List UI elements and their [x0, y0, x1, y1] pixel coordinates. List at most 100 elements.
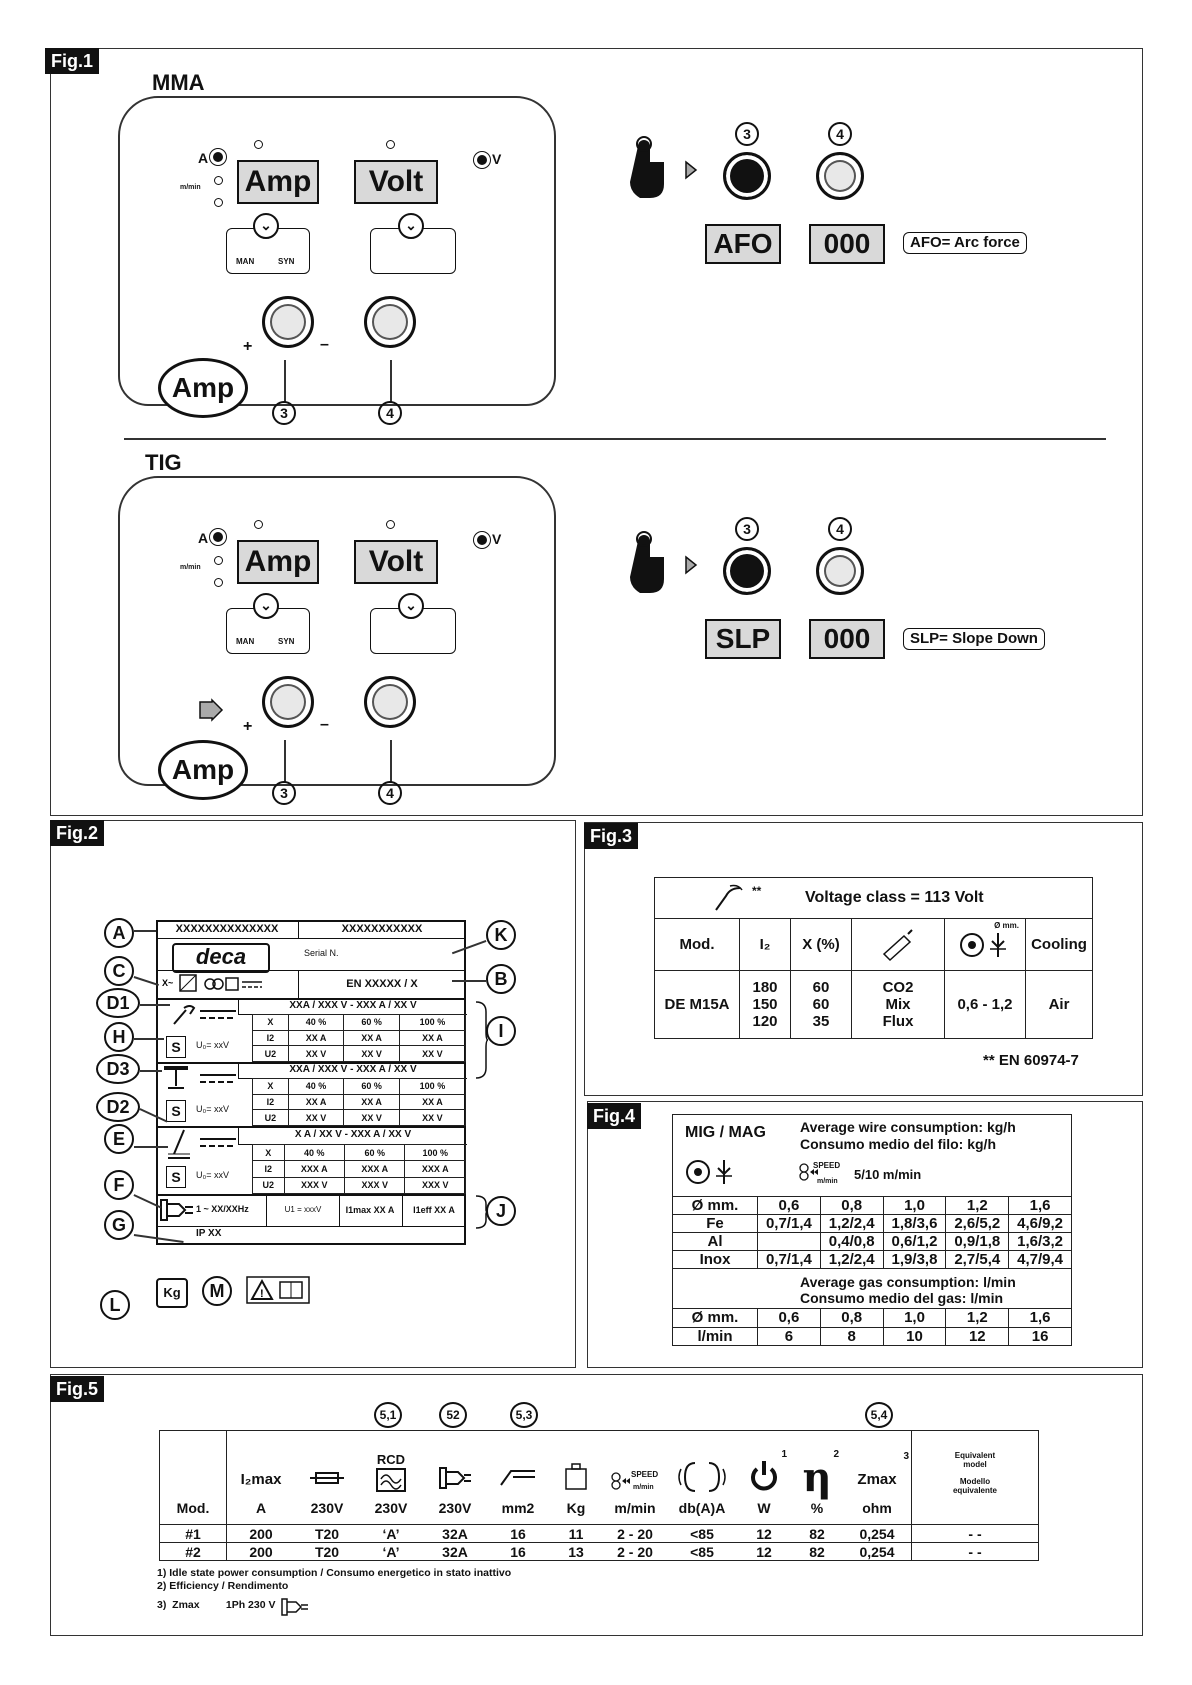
fig5-equiv-1: Equivalent [954, 1451, 996, 1460]
fig5-head-mod-label: Mod. [176, 1500, 210, 1516]
mma-led-v-label: V [492, 151, 502, 167]
fig5-head-cable: mm2 [487, 1430, 549, 1525]
fig5-head-plug-label: 230V [438, 1500, 472, 1516]
tig-legend: SLP= Slope Down [903, 628, 1045, 650]
fig5-ref-2: 52 [439, 1402, 467, 1428]
fig1-frame [50, 48, 1143, 816]
mma-mode-chevron-icon[interactable]: ⌄ [253, 213, 279, 239]
weight-kg-icon: Kg [156, 1278, 188, 1308]
tig-knob-4[interactable] [364, 676, 416, 728]
tig-right-knob-3[interactable] [723, 547, 771, 595]
cell: 1,6 [1008, 1196, 1072, 1215]
fig5-head-ohm: ohm [862, 1500, 892, 1516]
plate-inverter-divider [298, 970, 299, 998]
fig5-head-zmax-label: Zmax [857, 1471, 897, 1488]
fuse-icon [310, 1472, 344, 1484]
fig3-x-3: 35 [812, 1013, 830, 1030]
cell: XXX A [404, 1160, 466, 1178]
cell: XX A [343, 1093, 400, 1111]
cell: XX V [398, 1109, 467, 1126]
fig3-head-cooling: Cooling [1025, 918, 1093, 971]
cell: 0,254 [843, 1524, 912, 1543]
mma-title: MMA [152, 70, 205, 95]
mma-press-hand-icon [630, 136, 698, 198]
mma-led-v-icon [477, 155, 487, 165]
cell: <85 [667, 1524, 737, 1543]
noise-ear-icon [678, 1462, 726, 1492]
fig5-sup-1: 1 [781, 1449, 787, 1460]
cell: XX V [287, 1045, 345, 1062]
cell: 1,8/3,6 [882, 1214, 947, 1233]
bracket-i [475, 1001, 489, 1079]
tig-led-temp-icon [386, 520, 395, 529]
fig5-sup-2: 2 [833, 1449, 839, 1460]
cell: 6 [757, 1326, 821, 1346]
fig4-frame [587, 1101, 1143, 1368]
cell: <85 [667, 1542, 737, 1561]
rcd-icon [376, 1468, 406, 1492]
cell: 60 % [343, 1078, 400, 1095]
fig3-head-gas-icon [851, 918, 945, 971]
plug-icon [160, 1199, 193, 1221]
mma-led-speed-icon [214, 176, 223, 185]
cell: I2 [252, 1160, 285, 1178]
cell: 12 [737, 1542, 791, 1561]
tig-process-chevron-icon[interactable]: ⌄ [398, 593, 424, 619]
mma-knob-3[interactable] [262, 296, 314, 348]
tig-led-a-icon [213, 532, 223, 542]
mma-knob4-callout: 4 [378, 401, 402, 425]
cell: 8 [819, 1326, 884, 1346]
fig5-head-fuse-label: 230V [310, 1500, 344, 1516]
mma-control-panel [118, 96, 556, 406]
section2-s-symbol: S [166, 1100, 186, 1122]
fig5-head-plug: 230V [423, 1430, 487, 1525]
tig-mode-chevron-icon[interactable]: ⌄ [253, 593, 279, 619]
cell: XX V [343, 1045, 400, 1062]
tig-right-knob-4[interactable] [816, 547, 864, 595]
cell: U2 [252, 1109, 289, 1126]
plug-icon [439, 1467, 471, 1489]
mma-led-a-icon [213, 152, 223, 162]
cell: #2 [159, 1542, 227, 1561]
mma-right-knob-4[interactable] [816, 152, 864, 200]
cell: 16 [487, 1542, 549, 1561]
fig5-head-a: A [255, 1500, 267, 1516]
fig5-head-fuse: 230V [295, 1430, 359, 1525]
cell: XX V [343, 1109, 400, 1126]
mma-process-chevron-icon[interactable]: ⌄ [398, 213, 424, 239]
mma-right-knob-3[interactable] [723, 152, 771, 200]
tig-press-hand-icon [630, 531, 698, 593]
cell: 1,2 [945, 1196, 1010, 1215]
wire-spool-icon [960, 932, 1006, 957]
cell: Inox [672, 1250, 758, 1269]
callout-a: A [104, 918, 134, 948]
fig3-stars: ** [752, 884, 762, 898]
tig-led-a-label: A [198, 530, 209, 546]
cell: #1 [159, 1524, 227, 1543]
fig5-note-1: 1) Idle state power consumption / Consum… [157, 1567, 512, 1579]
cell: X [252, 1143, 285, 1162]
cell: - - [911, 1524, 1039, 1543]
fig5-head-eff-label: % [810, 1500, 824, 1516]
cell: 2,7/5,4 [945, 1250, 1010, 1269]
fig4-gas-title-en: Average gas consumption: l/min [800, 1274, 1016, 1290]
tig-amp-display: Amp [237, 540, 319, 584]
fig4-speed-value: 5/10 m/min [854, 1167, 922, 1182]
mma-minus-label: – [320, 336, 329, 353]
plate-top-right: XXXXXXXXXXX [298, 920, 466, 939]
tig-knob-3[interactable] [262, 676, 314, 728]
callout-b: B [486, 964, 516, 994]
tig-man-label: MAN [236, 637, 255, 646]
mma-knob-4[interactable] [364, 296, 416, 348]
cell: 60 % [343, 1014, 400, 1031]
cell: XX V [287, 1109, 345, 1126]
